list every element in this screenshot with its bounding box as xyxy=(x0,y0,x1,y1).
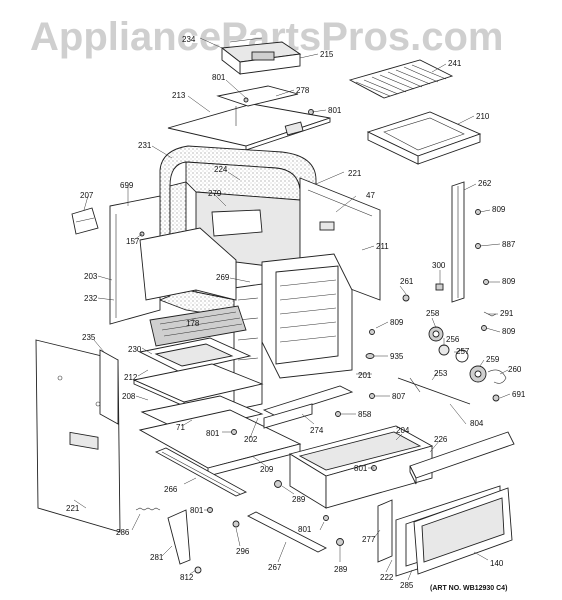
label-262: 262 xyxy=(478,179,492,188)
label-289: 289 xyxy=(334,565,348,574)
part-burner-shield xyxy=(138,337,252,373)
label-234: 234 xyxy=(182,35,196,44)
part-drawer-front xyxy=(377,485,513,577)
label-277: 277 xyxy=(362,535,376,544)
part-side-trim xyxy=(451,181,465,303)
label-222: 222 xyxy=(380,573,394,582)
label-269: 269 xyxy=(216,273,230,282)
label-230: 230 xyxy=(128,345,142,354)
label-809: 809 xyxy=(502,277,516,286)
part-bottom-frame xyxy=(139,227,247,347)
label-209: 209 xyxy=(260,465,274,474)
label-935: 935 xyxy=(390,352,404,361)
label-213: 213 xyxy=(172,91,186,100)
part-fasteners xyxy=(139,97,500,546)
label-47: 47 xyxy=(366,191,375,200)
label-809: 809 xyxy=(390,318,404,327)
label-71: 71 xyxy=(176,423,185,432)
label-809: 809 xyxy=(492,205,506,214)
label-235: 235 xyxy=(82,333,96,342)
label-258: 258 xyxy=(426,309,440,318)
label-300: 300 xyxy=(432,261,446,270)
label-241: 241 xyxy=(448,59,462,68)
label-858: 858 xyxy=(358,410,372,419)
label-281: 281 xyxy=(150,553,164,562)
label-267: 267 xyxy=(268,563,282,572)
label-256: 256 xyxy=(446,335,460,344)
label-202: 202 xyxy=(244,435,258,444)
label-887: 887 xyxy=(502,240,516,249)
part-bracket-assembly xyxy=(220,37,302,75)
part-drawer-rails xyxy=(154,447,327,553)
label-259: 259 xyxy=(486,355,500,364)
part-top-panel xyxy=(167,85,331,151)
label-809: 809 xyxy=(502,327,516,336)
label-812: 812 xyxy=(180,573,194,582)
part-oven-rack xyxy=(348,59,454,99)
label-257: 257 xyxy=(456,347,470,356)
label-296: 296 xyxy=(236,547,250,556)
label-140: 140 xyxy=(490,559,504,568)
label-801: 801 xyxy=(212,73,226,82)
label-204: 204 xyxy=(396,426,410,435)
label-801: 801 xyxy=(328,106,342,115)
label-207: 207 xyxy=(80,191,94,200)
label-260: 260 xyxy=(508,365,522,374)
part-drawer-trim xyxy=(409,431,515,485)
label-221: 221 xyxy=(348,169,362,178)
part-leveling-leg xyxy=(135,507,202,574)
part-number-labels: 234 215 801 278 241 213 801 210 231 224 … xyxy=(66,35,526,590)
label-699: 699 xyxy=(120,181,134,190)
label-286: 286 xyxy=(116,528,130,537)
label-801: 801 xyxy=(298,525,312,534)
label-157: 157 xyxy=(126,237,140,246)
part-broiler-pan xyxy=(366,111,482,165)
label-801: 801 xyxy=(354,464,368,473)
part-lower-chassis xyxy=(138,409,302,477)
label-215: 215 xyxy=(320,50,334,59)
label-201: 201 xyxy=(358,371,372,380)
label-211: 211 xyxy=(376,242,389,251)
label-212: 212 xyxy=(124,373,138,382)
label-203: 203 xyxy=(84,272,98,281)
leader-lines xyxy=(73,37,511,581)
label-291: 291 xyxy=(500,309,514,318)
part-storage-drawer xyxy=(288,425,434,509)
label-178: 178 xyxy=(186,319,200,328)
label-278: 278 xyxy=(296,86,310,95)
label-807: 807 xyxy=(392,392,406,401)
label-691: 691 xyxy=(512,390,526,399)
label-231: 231 xyxy=(138,141,152,150)
part-burner-components xyxy=(397,326,507,405)
label-266: 266 xyxy=(164,485,178,494)
label-279: 279 xyxy=(208,189,222,198)
label-210: 210 xyxy=(476,112,490,121)
art-number: (ART NO. WB12930 C4) xyxy=(430,585,507,592)
label-221: 221 xyxy=(66,504,80,513)
part-rear-panel xyxy=(35,339,121,533)
label-804: 804 xyxy=(470,419,484,428)
label-285: 285 xyxy=(400,581,414,590)
label-208: 208 xyxy=(122,392,136,401)
label-224: 224 xyxy=(214,165,228,174)
label-261: 261 xyxy=(400,277,414,286)
label-801: 801 xyxy=(206,429,220,438)
label-274: 274 xyxy=(310,426,324,435)
label-232: 232 xyxy=(84,294,98,303)
part-rear-bracket xyxy=(262,385,354,429)
label-289: 289 xyxy=(292,495,306,504)
label-801: 801 xyxy=(190,506,204,515)
label-226: 226 xyxy=(434,435,448,444)
label-253: 253 xyxy=(434,369,448,378)
part-bracket-207 xyxy=(71,207,99,235)
